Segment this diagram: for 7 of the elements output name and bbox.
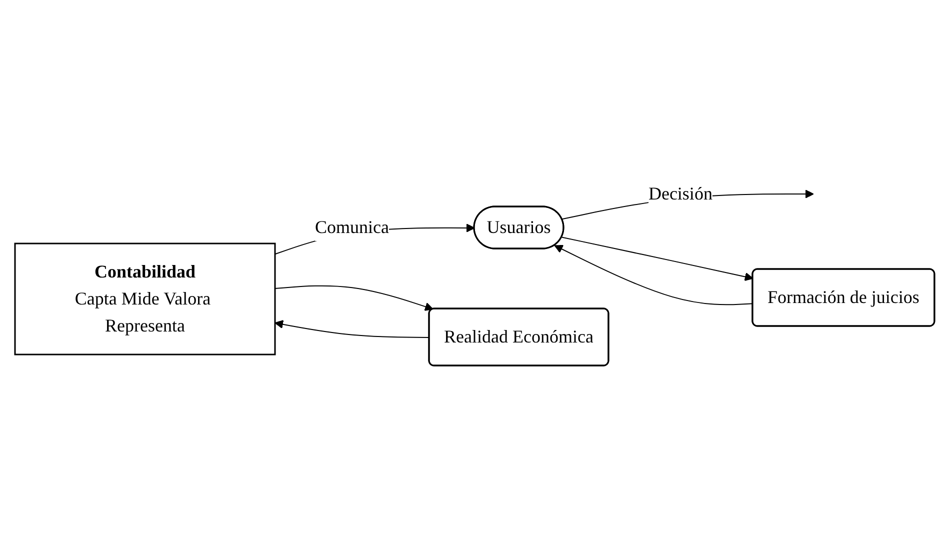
arrow: [562, 236, 754, 282]
arrow: [554, 245, 754, 306]
edge-label: Comunica: [315, 217, 390, 238]
arrow: [274, 320, 430, 338]
arrow: [274, 286, 434, 312]
edge-label: Decisión: [648, 184, 713, 204]
node-box: Contabilidad Capta Mide Valora Representa: [14, 243, 276, 356]
